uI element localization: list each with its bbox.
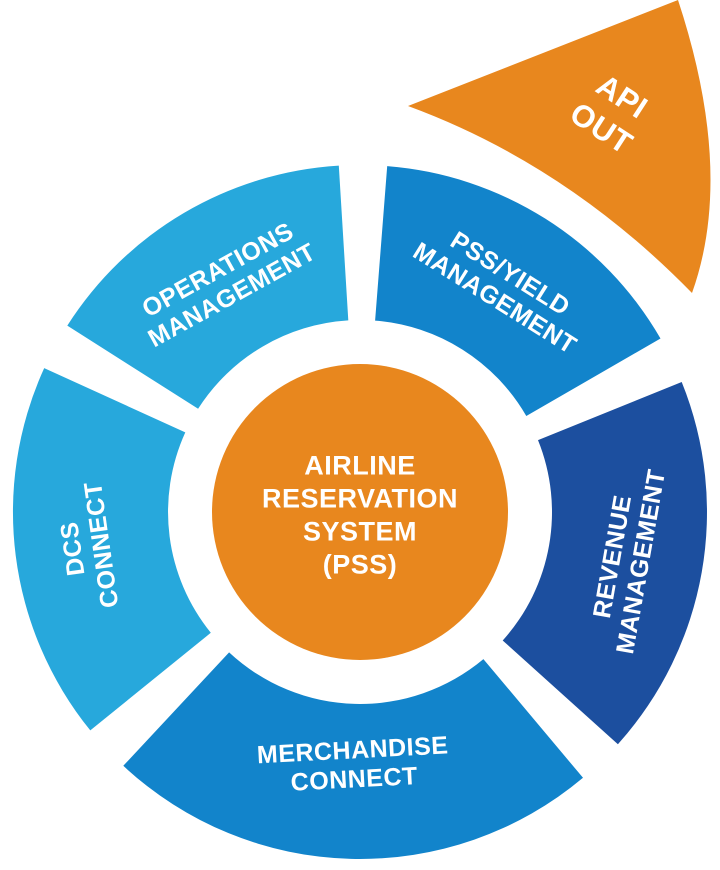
segment-dcs-connect (12, 368, 211, 731)
segment-operations-management (67, 165, 349, 409)
segment-pss-yield-management (375, 166, 661, 416)
center-circle (212, 364, 508, 660)
segment-revenue-management (502, 382, 707, 745)
segment-merchandise-connect (123, 652, 584, 860)
api-out-arrow (408, 0, 711, 293)
